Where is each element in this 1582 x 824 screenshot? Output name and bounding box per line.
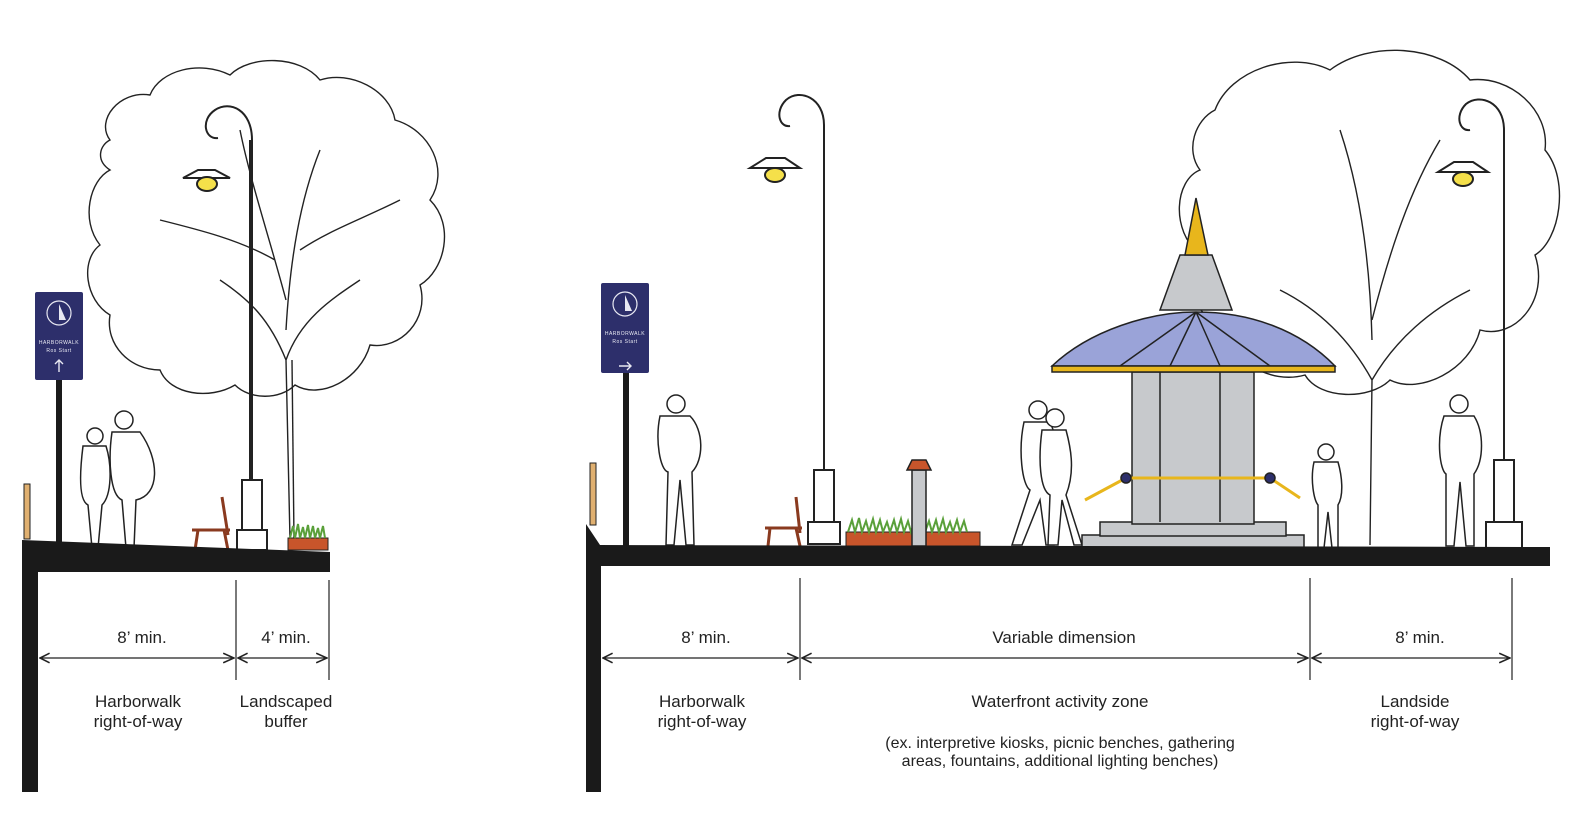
- sign-title-left: HARBORWALK: [38, 340, 80, 346]
- zone-label-buffer: Landscaped buffer: [228, 692, 344, 731]
- dimension-label-variable: Variable dimension: [975, 628, 1153, 648]
- zone-label-harborwalk-right: Harborwalk right-of-way: [632, 692, 772, 731]
- zone-line2: right-of-way: [93, 711, 183, 731]
- dimension-lines: [40, 580, 330, 680]
- zone-line1: Harborwalk: [95, 692, 181, 711]
- bench-icon: [192, 496, 230, 551]
- right-section: [586, 49, 1561, 792]
- zone-line2: right-of-way: [657, 711, 747, 731]
- bollard-icon: [23, 483, 31, 540]
- bollard-icon: [589, 462, 597, 526]
- dimension-label-buffer: 4’ min.: [244, 628, 328, 648]
- dimension-label-harborwalk-right: 8’ min.: [662, 628, 750, 648]
- note-line1: (ex. interpretive kiosks, picnic benches…: [885, 735, 1235, 752]
- note-line2: areas, fountains, additional lighting be…: [901, 753, 1219, 771]
- zone-label-landside: Landside right-of-way: [1350, 692, 1480, 731]
- person-icon: [657, 394, 702, 546]
- zone-line1: Landscaped: [239, 692, 333, 711]
- dimension-label-harborwalk-left: 8’ min.: [98, 628, 186, 648]
- street-lamp-icon: [182, 105, 268, 551]
- bench-icon: [765, 496, 802, 547]
- person-icon: [79, 410, 156, 549]
- zone-line1: Harborwalk: [659, 692, 745, 711]
- street-lamp-icon: [1434, 98, 1523, 549]
- planter-icon: [287, 523, 329, 551]
- harborwalk-sign-icon: [601, 283, 649, 548]
- zone-label-waterfront: Waterfront activity zone: [971, 692, 1149, 711]
- dimension-lines: [603, 578, 1513, 680]
- ground-section: [22, 540, 330, 792]
- zone-line2: buffer: [264, 711, 308, 731]
- dimension-label-landside: 8’ min.: [1376, 628, 1464, 648]
- tree-icon: [86, 59, 446, 541]
- fountain-icon: [905, 459, 933, 547]
- zone-line2: right-of-way: [1370, 711, 1460, 731]
- person-icon: [1311, 443, 1343, 549]
- sign-title-right: HARBORWALK: [604, 331, 646, 337]
- zone-label-harborwalk-left: Harborwalk right-of-way: [68, 692, 208, 731]
- ground-section: [586, 524, 1550, 792]
- left-section: [22, 59, 446, 792]
- person-icon: [1010, 400, 1084, 546]
- sign-subtitle-left: Ros Start: [46, 348, 72, 354]
- sign-subtitle-right: Ros Start: [612, 339, 638, 345]
- kiosk-icon: [1050, 197, 1337, 552]
- person-icon: [1438, 394, 1483, 547]
- zone-line1: Landside: [1380, 692, 1450, 711]
- street-lamp-icon: [746, 94, 841, 545]
- harborwalk-sign-icon: [35, 292, 83, 553]
- waterfront-examples-note: (ex. interpretive kiosks, picnic benches…: [830, 735, 1290, 772]
